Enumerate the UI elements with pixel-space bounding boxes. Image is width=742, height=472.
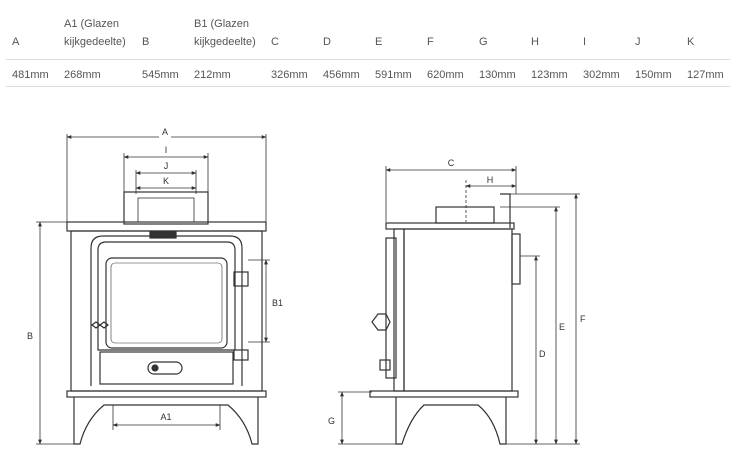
label-h: H: [487, 175, 494, 185]
flue-outlet: [137, 197, 195, 223]
value-d: 456mm: [323, 69, 360, 81]
value-c: 326mm: [271, 69, 308, 81]
side-door-handle: [371, 313, 391, 331]
label-i: I: [165, 145, 168, 155]
stove-dimension-diagram: A I J K B B1 A1 C: [23, 127, 586, 445]
side-door-front: [385, 237, 397, 379]
front-dimensions: [36, 134, 270, 445]
side-air-control: [379, 359, 391, 371]
glass-inner: [110, 262, 223, 344]
air-control-knob: [151, 364, 159, 372]
label-a: A: [162, 127, 168, 137]
label-e: E: [559, 322, 565, 332]
label-k: K: [163, 176, 169, 186]
value-i: 302mm: [583, 69, 620, 81]
table-bottom-rule: [6, 86, 730, 87]
ashpan-door: [99, 351, 234, 385]
stove-legs: [73, 397, 259, 445]
door-outer: [97, 241, 236, 351]
side-dimensions: [338, 166, 580, 445]
value-a: 481mm: [12, 69, 49, 81]
upper-hinge: [233, 271, 249, 287]
header-g: G: [479, 36, 488, 48]
value-j: 150mm: [635, 69, 672, 81]
label-j: J: [164, 161, 169, 171]
value-g: 130mm: [479, 69, 516, 81]
stove-front-view: [66, 191, 267, 445]
value-e: 591mm: [375, 69, 412, 81]
label-g: G: [328, 416, 335, 426]
dimension-table: A A1 (Glazen kijkgedeelte) B B1 (Glazen …: [0, 0, 742, 100]
table-divider: [6, 59, 730, 60]
side-dimension-labels: C H F E D G: [328, 158, 586, 426]
label-c: C: [448, 158, 455, 168]
side-legs: [395, 397, 507, 445]
header-d: D: [323, 36, 331, 48]
header-a1: A1 (Glazen kijkgedeelte): [64, 18, 126, 48]
top-plate: [66, 221, 267, 232]
value-f: 620mm: [427, 69, 464, 81]
value-b1: 212mm: [194, 69, 231, 81]
rear-bracket: [511, 233, 521, 285]
glass-panel: [105, 257, 228, 349]
side-base-plinth: [369, 390, 519, 398]
side-body: [403, 228, 513, 392]
base-plinth: [66, 390, 267, 398]
brand-plate: [149, 231, 177, 239]
flue-collar: [123, 191, 209, 225]
air-control-slider: [147, 361, 183, 375]
header-a: A: [12, 36, 20, 48]
door-handle: [91, 321, 109, 329]
side-top-plate: [385, 222, 515, 230]
stove-side-view: [369, 193, 521, 445]
value-a1: 268mm: [64, 69, 101, 81]
label-f: F: [580, 314, 586, 324]
value-b: 545mm: [142, 69, 179, 81]
header-c: C: [271, 36, 279, 48]
side-flue-collar: [435, 206, 495, 224]
header-f: F: [427, 36, 434, 48]
label-d: D: [539, 349, 546, 359]
header-j: J: [635, 36, 641, 48]
value-k: 127mm: [687, 69, 724, 81]
lower-hinge: [233, 349, 249, 361]
label-b: B: [27, 331, 33, 341]
header-b: B: [142, 36, 150, 48]
label-a1: A1: [160, 412, 171, 422]
header-i: I: [583, 36, 587, 48]
value-h: 123mm: [531, 69, 568, 81]
header-k: K: [687, 36, 695, 48]
label-b1: B1: [272, 298, 283, 308]
header-e: E: [375, 36, 383, 48]
header-b1: B1 (Glazen kijkgedeelte): [194, 18, 256, 48]
header-h: H: [531, 36, 539, 48]
front-dimension-labels: A I J K B B1 A1: [23, 127, 283, 422]
